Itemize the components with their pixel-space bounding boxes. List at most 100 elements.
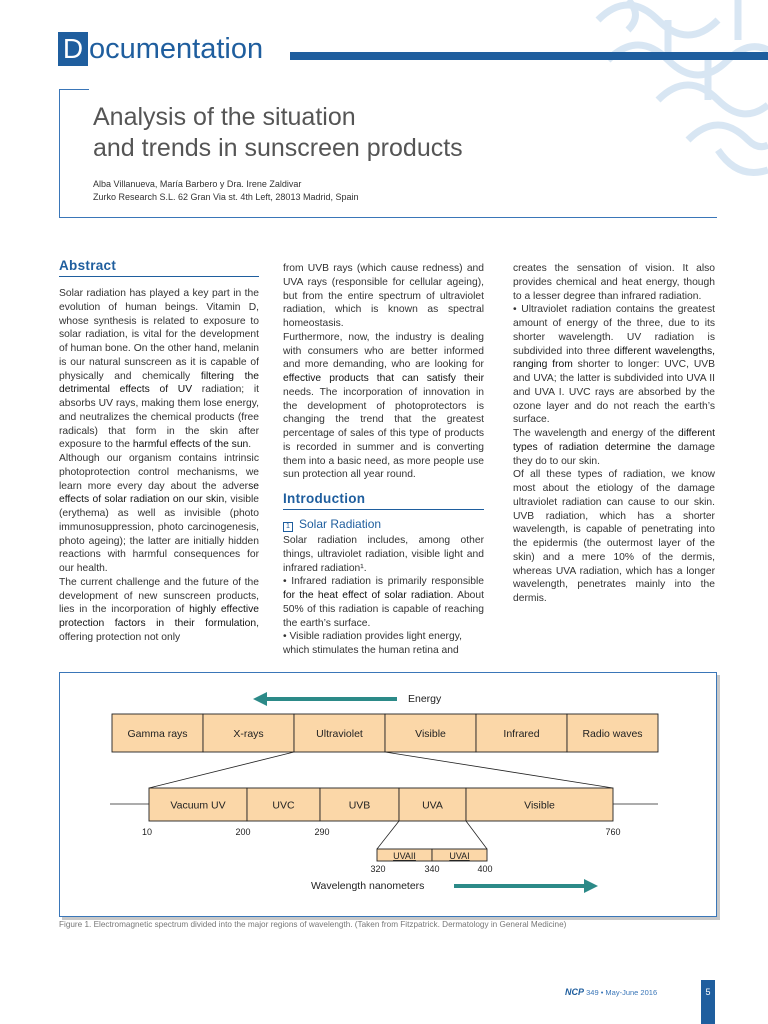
wavelength-label: Wavelength nanometers: [311, 880, 424, 892]
text-run: • Ultraviolet radiation contains the gre…: [513, 304, 715, 357]
band-label-infrared: Infrared: [503, 728, 539, 740]
column-1: Abstract Solar radiation has played a ke…: [59, 258, 259, 645]
text-run: The current challenge and the future of …: [59, 576, 259, 616]
introduction-heading: Introduction: [283, 491, 484, 510]
body-paragraph: Solar radiation includes, among other th…: [283, 535, 484, 574]
uva-connector-line: [465, 820, 488, 850]
tick-label-10: 10: [142, 827, 152, 837]
body-paragraph: The wavelength and energy of the differe…: [513, 427, 715, 468]
connector-line: [384, 751, 614, 789]
band-ultraviolet: [293, 713, 386, 753]
text-run: damage they do to our skin.: [513, 441, 715, 467]
highlight-text: se effects of solar radiation on our ski…: [59, 480, 259, 506]
abstract-heading: Abstract: [59, 258, 259, 277]
body-paragraph: • Ultraviolet radiation contains the gre…: [513, 303, 715, 427]
section-title: ocumentation: [89, 33, 264, 65]
body-paragraph: Furthermore, now, the industry is dealin…: [283, 331, 484, 482]
tick-label-340: 340: [424, 864, 439, 874]
body-paragraph: • Infrared radiation is primarily respon…: [283, 575, 484, 630]
band-label-x-rays: X-rays: [233, 728, 263, 740]
band-label-uvaii: UVAII: [393, 851, 416, 861]
text-run: Although our organism contains intrinsic…: [59, 453, 259, 492]
band-radio-waves: [566, 713, 659, 753]
uva-tick-labels: 320 340 400: [370, 864, 492, 874]
page-number: 5: [701, 980, 715, 1024]
text-run: . About 50% of this radiation is capable…: [283, 590, 484, 629]
wavelength-arrowhead: [584, 879, 598, 893]
column-3: creates the sensation of vision. It also…: [513, 262, 715, 606]
bottom-band-row: Vacuum UV UVC UVB UVA Visible: [148, 787, 614, 822]
text-run: .: [248, 439, 252, 451]
article-title-line-1: Analysis of the situation: [93, 103, 356, 131]
figure-caption: Figure 1. Electromagnetic spectrum divid…: [59, 920, 567, 929]
title-box-tick: [59, 89, 89, 90]
uva-connector-line: [376, 820, 400, 850]
highlight-text: filtering the detrimental effects of UV: [59, 370, 260, 396]
header-rule: [290, 52, 768, 60]
tick-label-320: 320: [370, 864, 385, 874]
band-label-uvai: UVAI: [449, 851, 469, 861]
journal-name: NCP: [565, 987, 585, 997]
affiliation: Zurko Research S.L. 62 Gran Via st. 4th …: [93, 192, 359, 202]
text-run: needs. The incorporation of innovation i…: [283, 386, 484, 481]
text-run: • Infrared radiation is primarily respon…: [283, 576, 484, 588]
band-visible: [384, 713, 477, 753]
band-label-gamma-rays: Gamma rays: [127, 728, 187, 740]
band-label-visible: Visible: [524, 800, 555, 812]
highlight-text: for the heat effect of solar radiation: [283, 590, 451, 601]
band-label-uvc: UVC: [272, 800, 295, 812]
uva-band-row: UVAII UVAI: [376, 848, 488, 862]
band-label-uva: UVA: [422, 800, 443, 812]
text-run: The wavelength and energy of the: [513, 428, 678, 439]
highlight-text: different wavelengths, ranging from: [513, 345, 715, 371]
text-run: Furthermore, now, the industry is dealin…: [283, 331, 484, 371]
abstract-paragraph-1: Solar radiation has played a key part in…: [59, 287, 259, 452]
body-paragraph: from UVB rays (which cause redness) and …: [283, 263, 484, 329]
article-title-line-2: and trends in sunscreen products: [93, 134, 463, 162]
band-label-vacuum-uv: Vacuum UV: [170, 800, 225, 812]
authors: Alba Villanueva, María Barbero y Dra. Ir…: [93, 179, 302, 189]
band-vacuum-uv: [148, 787, 248, 822]
band-label-visible: Visible: [415, 728, 446, 740]
tick-label-290: 290: [314, 827, 329, 837]
band-label-uvb: UVB: [349, 800, 371, 812]
tick-label-200: 200: [235, 827, 250, 837]
text-run: radiation; it absorbs UV rays, making th…: [59, 384, 260, 451]
band-label-radio-waves: Radio waves: [582, 728, 642, 740]
author-block: Alba Villanueva, María Barbero y Dra. Ir…: [93, 178, 358, 204]
band-visible: [465, 787, 614, 822]
highlight-text: effective products that can satisfy thei…: [283, 373, 484, 384]
band-x-rays: [202, 713, 295, 753]
highlight-text: different types of radiation determine t…: [513, 428, 715, 453]
band-uvai: [431, 848, 488, 862]
band-infrared: [475, 713, 568, 753]
abstract-paragraph-2: Although our organism contains intrinsic…: [59, 452, 259, 576]
section-initial: D: [58, 32, 88, 66]
text-run: Solar radiation has played a key part in…: [59, 288, 259, 382]
body-paragraph: • Visible radiation provides light energ…: [283, 631, 462, 656]
connector-line: [148, 751, 295, 789]
band-label-ultraviolet: Ultraviolet: [316, 728, 363, 740]
text-run: shorter to longer: UVC, UVB and UVA; the…: [513, 359, 715, 426]
body-paragraph: Of all these types of radiation, we know…: [513, 469, 715, 604]
energy-arrowhead: [253, 692, 267, 706]
article-title: Analysis of the situation and trends in …: [93, 102, 463, 164]
page-footer: NCP 349 • May-June 2016: [565, 987, 657, 997]
bottom-tick-labels: 10 200 290 760: [142, 827, 621, 837]
body-paragraph: creates the sensation of vision. It also…: [513, 263, 715, 302]
decorative-pattern: [595, 0, 768, 176]
issue-info: 349 • May-June 2016: [586, 988, 658, 997]
title-box: Analysis of the situation and trends in …: [59, 89, 717, 218]
energy-label: Energy: [408, 693, 442, 705]
tick-label-760: 760: [605, 827, 620, 837]
tick-label-400: 400: [477, 864, 492, 874]
band-uvc: [246, 787, 321, 822]
numbered-box-icon: 1: [283, 522, 293, 532]
column-2: from UVB rays (which cause redness) and …: [283, 262, 484, 658]
highlight-text: harmful effects of the sun: [132, 439, 249, 451]
top-band-row: Gamma rays X-rays Ultraviolet Visible Infrar…: [111, 713, 659, 753]
abstract-paragraph-3: The current challenge and the future of …: [59, 576, 259, 645]
